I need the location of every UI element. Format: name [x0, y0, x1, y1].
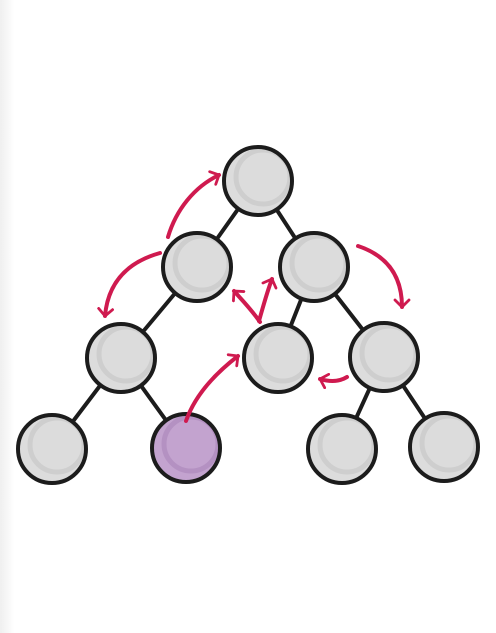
tree-node-outline	[85, 322, 157, 394]
traversal-arrow-n4-to-n1	[232, 289, 262, 324]
tree-nodes	[16, 145, 480, 485]
traversal-arrow-n7-to-n4	[184, 353, 240, 423]
tree-node	[348, 321, 420, 393]
left-edge-shade	[0, 0, 14, 633]
tree-node	[161, 231, 233, 303]
tree-node-outline	[408, 411, 480, 483]
tree-node-highlighted	[150, 412, 222, 484]
tree-node	[408, 411, 480, 483]
traversal-arrow-n2-to-n5	[356, 244, 411, 309]
tree-node	[222, 145, 294, 217]
tree-node	[278, 231, 350, 303]
tree-node-outline	[242, 322, 314, 394]
tree-node-outline	[150, 412, 222, 484]
tree-node-outline	[348, 321, 420, 393]
tree-node	[16, 413, 88, 485]
tree-node-outline	[306, 413, 378, 485]
traversal-arrow-n1-to-n0	[166, 170, 221, 239]
tree-node-outline	[161, 231, 233, 303]
traversal-arrow-n5-to-n4	[318, 372, 349, 390]
traversal-arrow-n4-to-n2	[257, 277, 278, 323]
traversal-arrows	[97, 170, 411, 423]
tree-edges	[50, 179, 446, 451]
tree-node-outline	[278, 231, 350, 303]
tree-node	[306, 413, 378, 485]
tree-node-outline	[222, 145, 294, 217]
tree-node	[85, 322, 157, 394]
traversal-arrow-n1-to-n3	[97, 251, 162, 318]
tree-node-outline	[16, 413, 88, 485]
tree-node	[242, 322, 314, 394]
